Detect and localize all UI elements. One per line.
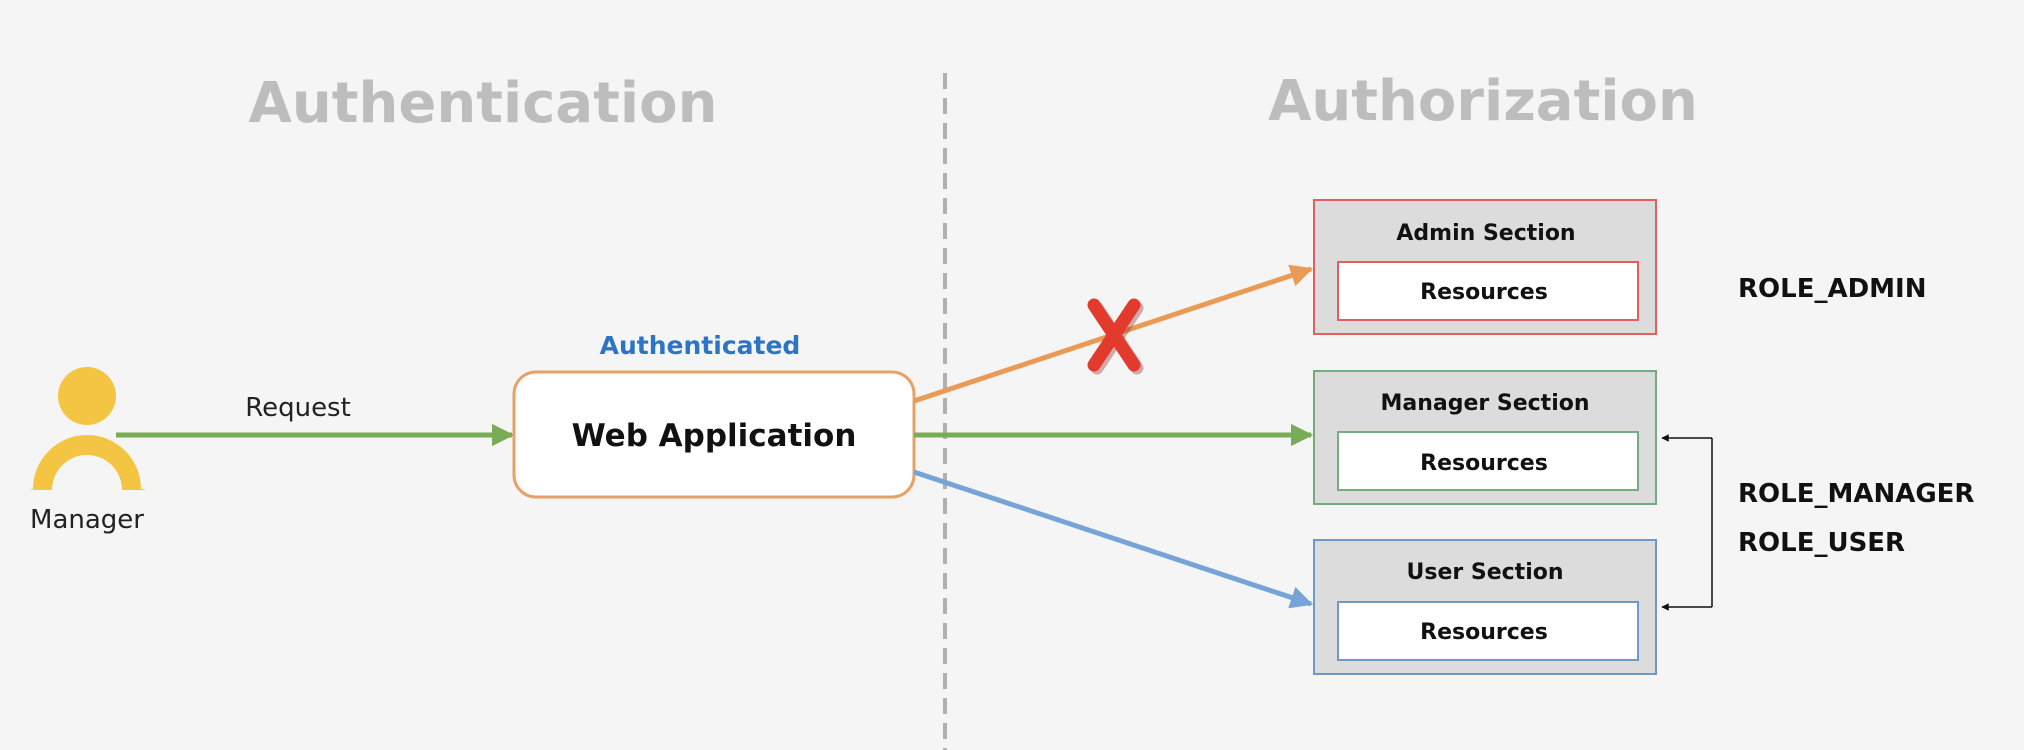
- authenticated-label: Authenticated: [600, 331, 801, 360]
- access-denied-icon: [1087, 298, 1144, 375]
- role-manager-label: ROLE_MANAGER: [1738, 479, 1974, 509]
- person-icon-head: [58, 367, 116, 425]
- manager-resources-label: Resources: [1420, 451, 1548, 476]
- role-user-label: ROLE_USER: [1738, 528, 1905, 558]
- user-section: User Section Resources: [1313, 539, 1657, 675]
- authorization-heading: Authorization: [1268, 69, 1698, 134]
- user-resources-box: [1337, 601, 1639, 661]
- admin-resources-box: [1337, 261, 1639, 321]
- user-access-arrow: [913, 469, 1314, 609]
- admin-section-title: Admin Section: [1396, 221, 1575, 246]
- web-application-label: Web Application: [572, 418, 857, 454]
- actor-label: Manager: [30, 505, 144, 535]
- admin-resources-label: Resources: [1420, 280, 1548, 305]
- request-label: Request: [245, 393, 351, 423]
- admin-section: Admin Section Resources: [1313, 199, 1657, 335]
- authentication-heading: Authentication: [249, 71, 718, 136]
- manager-section-title: Manager Section: [1380, 391, 1589, 416]
- person-icon-body: [29, 435, 145, 490]
- manager-actor: [29, 367, 145, 490]
- role-admin-label: ROLE_ADMIN: [1738, 274, 1926, 304]
- user-section-title: User Section: [1406, 560, 1563, 585]
- role-bracket-connector: [1661, 434, 1713, 611]
- user-resources-label: Resources: [1420, 620, 1548, 645]
- manager-resources-box: [1337, 431, 1639, 491]
- manager-section: Manager Section Resources: [1313, 370, 1657, 505]
